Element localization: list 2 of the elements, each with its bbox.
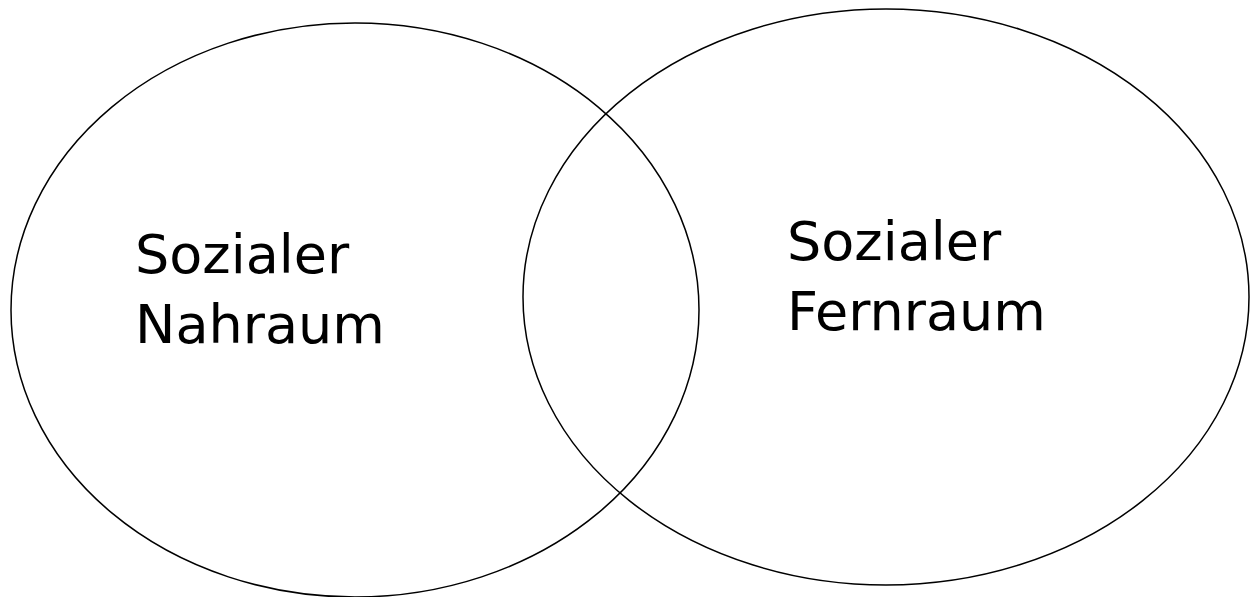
set-label: Sozialer Nahraum	[135, 222, 386, 358]
set-label: Sozialer Fernraum	[787, 209, 1047, 345]
